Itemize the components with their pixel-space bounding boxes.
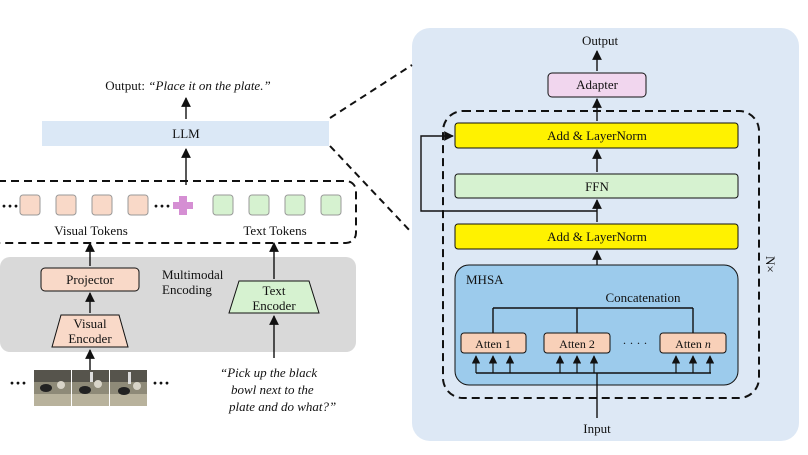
video-frame-1 <box>34 370 71 406</box>
multimodal-encoding-label-line2: Encoding <box>162 282 212 297</box>
visual-token-4 <box>127 194 149 216</box>
projector-label: Projector <box>66 272 114 287</box>
atten-2-box <box>543 332 611 354</box>
text-encoder-label-line2: Encoder <box>252 298 296 313</box>
zoom-line-top <box>329 64 413 119</box>
llm-output-text: Output: “Place it on the plate.” <box>105 78 270 93</box>
visual-encoder-label-line2: Encoder <box>68 331 112 346</box>
atten-n-label: Atten n <box>675 337 711 351</box>
text-token-4 <box>320 194 342 216</box>
add-layernorm-top <box>454 122 739 149</box>
projector-block <box>40 267 140 292</box>
visual-encoder-block <box>51 314 129 348</box>
text-encoder-label-line1: Text <box>263 283 286 298</box>
prompt-line-1: “Pick up the black <box>220 365 317 380</box>
llm-block <box>42 121 329 146</box>
add-layernorm-bottom <box>454 223 739 250</box>
visual-token-2 <box>55 194 77 216</box>
plus-icon <box>173 196 193 215</box>
text-encoder-block <box>228 280 320 314</box>
ffn-block <box>454 173 739 199</box>
residual-connection <box>420 131 597 212</box>
text-token-3 <box>284 194 306 216</box>
text-token-2 <box>248 194 270 216</box>
atten-2-label: Atten 2 <box>559 337 595 351</box>
llm-label: LLM <box>172 126 200 141</box>
token-sequence-container <box>0 180 357 244</box>
frames-ellipsis-left: ··· <box>9 373 27 393</box>
atten-1-label: Atten 1 <box>475 337 511 351</box>
input-label: Input <box>583 421 611 436</box>
atten-n-box <box>659 332 727 354</box>
concatenation-label: Concatenation <box>605 290 681 305</box>
visual-token-ellipsis-left: ··· <box>1 196 19 216</box>
zoom-line-bottom <box>329 145 413 234</box>
add-layernorm-top-label: Add & LayerNorm <box>547 128 647 143</box>
visual-token-ellipsis-right: ··· <box>153 196 171 216</box>
prompt-line-2: bowl next to the <box>231 382 314 397</box>
mhsa-label: MHSA <box>466 272 504 287</box>
text-tokens-label: Text Tokens <box>243 223 306 238</box>
output-label: Output <box>582 33 619 48</box>
adapter-label: Adapter <box>576 77 619 92</box>
frames-ellipsis-right: ··· <box>152 373 170 393</box>
video-frame-2 <box>72 370 109 406</box>
repeated-layer-container <box>442 110 760 399</box>
add-layernorm-bottom-label: Add & LayerNorm <box>547 229 647 244</box>
visual-tokens-label: Visual Tokens <box>54 223 128 238</box>
multimodal-encoding-label-line1: Multimodal <box>162 267 224 282</box>
adapter-block <box>547 72 647 98</box>
visual-token-3 <box>91 194 113 216</box>
video-frame-3 <box>110 370 147 406</box>
atten-1-box <box>460 332 527 354</box>
atten-dots: · · · · <box>623 336 648 350</box>
visual-token-1 <box>19 194 41 216</box>
prompt-line-3: plate and do what?” <box>228 399 336 414</box>
ffn-label: FFN <box>585 179 609 194</box>
repeat-label: N× <box>763 256 778 273</box>
text-token-1 <box>212 194 234 216</box>
visual-encoder-label-line1: Visual <box>73 316 107 331</box>
